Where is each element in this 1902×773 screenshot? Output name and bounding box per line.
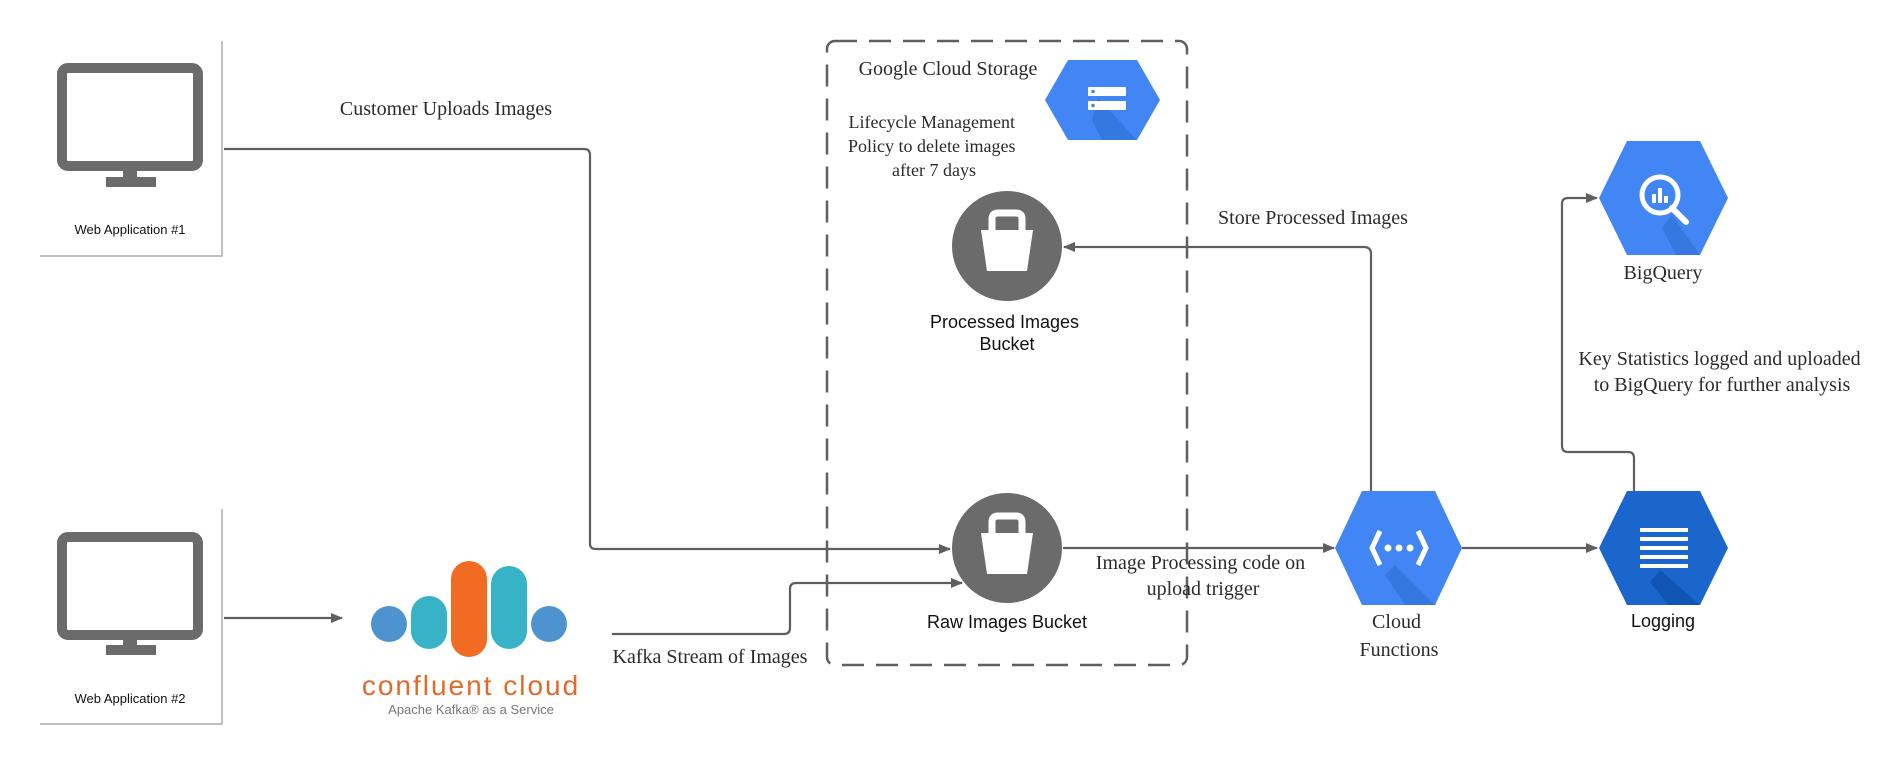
edge-functions-to-processed-bucket (1063, 242, 1373, 491)
cloud-functions-label: Cloud Functions (1360, 611, 1439, 661)
web-app-2-label: Web Application #2 (74, 691, 185, 706)
raw-bucket-label: Raw Images Bucket (927, 612, 1087, 632)
edge-stats-label: Key Statistics logged and uploaded to Bi… (1578, 348, 1865, 396)
web-app-1-label: Web Application #1 (74, 222, 185, 237)
logging-label: Logging (1631, 611, 1695, 631)
monitor-icon (57, 63, 203, 187)
cloud-functions: Cloud Functions (1335, 491, 1462, 661)
raw-images-bucket: Raw Images Bucket (927, 493, 1087, 632)
edge-trigger-label: Image Processing code on upload trigger (1096, 552, 1310, 600)
confluent-tagline: Apache Kafka® as a Service (388, 702, 554, 717)
edge-kafka-label: Kafka Stream of Images (613, 646, 808, 668)
bigquery: BigQuery (1599, 141, 1728, 284)
cloud-storage-icon (1045, 60, 1160, 140)
edge-kafka-to-raw-bucket (612, 578, 963, 636)
gcs-group: Google Cloud Storage Lifecycle Managemen… (825, 39, 1189, 667)
bucket-icon (981, 512, 1033, 574)
edge-upload-label: Customer Uploads Images (340, 98, 552, 120)
confluent-cloud-logo: confluent cloud Apache Kafka® as a Servi… (362, 561, 580, 717)
gcs-group-title: Google Cloud Storage (859, 58, 1038, 80)
gcs-group-boundary (825, 39, 1189, 667)
web-application-2: Web Application #2 (40, 509, 223, 725)
logging: Logging (1599, 491, 1728, 631)
bucket-icon (981, 209, 1033, 271)
edge-logging-to-bigquery (1560, 193, 1636, 491)
gcs-lifecycle-note: Lifecycle Management Policy to delete im… (848, 112, 1020, 180)
edge-store-label: Store Processed Images (1218, 207, 1408, 229)
logging-icon (1599, 491, 1728, 605)
bigquery-label: BigQuery (1624, 262, 1703, 284)
processed-bucket-label: Processed Images Bucket (930, 312, 1084, 354)
web-application-1: Web Application #1 (40, 41, 223, 257)
cloud-functions-icon (1335, 491, 1462, 605)
node-frame (40, 509, 223, 725)
monitor-icon (57, 532, 203, 655)
node-frame (40, 41, 223, 257)
bigquery-icon (1599, 141, 1728, 255)
confluent-brand: confluent cloud (362, 670, 580, 701)
edge-upload-to-raw-bucket (224, 147, 951, 554)
processed-images-bucket: Processed Images Bucket (930, 191, 1084, 354)
